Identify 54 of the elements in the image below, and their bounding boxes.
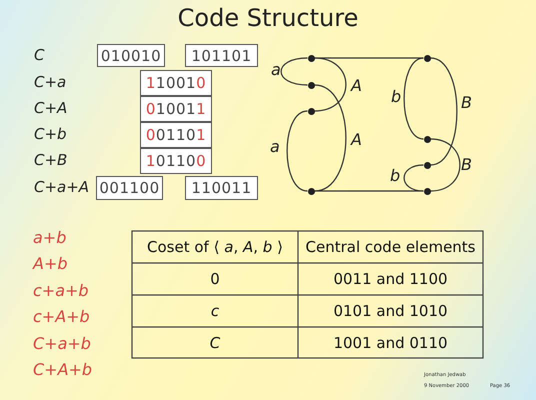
- graph-edge: [314, 84, 346, 192]
- table-cell-text: 0: [209, 269, 221, 290]
- row-label: C+B: [34, 151, 68, 169]
- edge-label: b: [390, 166, 400, 185]
- row-label: C: [34, 46, 44, 64]
- row-label: C+a: [34, 73, 66, 91]
- vertex-dot: [424, 188, 430, 194]
- code-box: 001100: [96, 176, 163, 200]
- coset-label: c+A+b: [33, 307, 90, 326]
- edge-label: B: [461, 93, 472, 112]
- vertex-dot: [308, 108, 314, 114]
- coset-label: A+b: [33, 254, 68, 273]
- graph-edge: [280, 57, 308, 86]
- table-cell-text: C: [208, 332, 222, 354]
- graph-edge: [404, 57, 424, 140]
- code-box: 101101: [185, 44, 258, 67]
- graph-edge: [430, 138, 460, 192]
- vertex-dot: [424, 162, 430, 168]
- edge-label: A: [351, 76, 362, 95]
- vertex-dot: [308, 82, 314, 88]
- vertex-dot: [424, 136, 430, 142]
- code-box: 110010: [140, 70, 212, 96]
- code-box: 110011: [185, 176, 258, 200]
- slide-title: Code Structure: [176, 4, 360, 32]
- vertex-dot: [308, 54, 314, 62]
- table-header: Coset of ⟨ a, A, b ⟩: [146, 237, 284, 258]
- row-label: C+b: [34, 125, 67, 143]
- graph-edge: [314, 190, 424, 192]
- table-cell-text: c: [210, 301, 220, 322]
- graph-edge: [314, 57, 346, 112]
- table-header: Central code elements: [304, 237, 476, 258]
- table-cell-text: 0011 and 1100: [332, 269, 449, 290]
- edge-label: A: [351, 130, 362, 149]
- edge-label: a: [270, 137, 280, 156]
- coset-label: C+A+b: [33, 360, 92, 379]
- vertex-dot: [308, 188, 314, 194]
- row-label: C+A: [34, 99, 68, 117]
- coset-label: a+b: [33, 228, 66, 247]
- graph-edge: [404, 164, 424, 192]
- edge-label: a: [271, 60, 281, 79]
- code-box: 010011: [140, 96, 212, 122]
- code-box: 001101: [140, 122, 212, 148]
- coset-label: C+a+b: [33, 334, 91, 353]
- vertex-dot: [424, 54, 430, 62]
- table-cell-text: 0101 and 1010: [332, 301, 449, 322]
- edge-label: B: [461, 155, 472, 174]
- graph-edge: [286, 110, 308, 192]
- coset-label: c+a+b: [33, 281, 89, 300]
- code-box: 101100: [140, 148, 212, 174]
- graph-edge: [430, 57, 458, 166]
- edge-label: b: [391, 87, 402, 106]
- code-box: 010010: [97, 44, 165, 67]
- table-cell-text: 1001 and 0110: [332, 332, 449, 354]
- row-label: C+a+A: [34, 178, 90, 196]
